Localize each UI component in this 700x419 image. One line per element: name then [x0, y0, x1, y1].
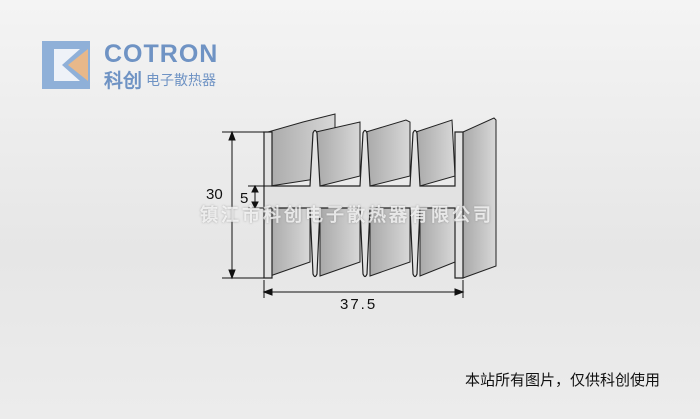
cotron-logo-mark [42, 41, 90, 89]
dimension-lines [222, 130, 465, 298]
brand-name-cn: 科创 [104, 71, 143, 92]
copyright-notice: 本站所有图片，仅供科创使用 [464, 372, 660, 389]
height-dimension-label: 30 [206, 186, 223, 203]
base-dimension-label: 5 [240, 190, 249, 207]
brand-subtitle: 电子散热器 [146, 72, 216, 88]
width-dimension-label: 37.5 [340, 296, 378, 313]
brand-name: COTRON [104, 40, 219, 68]
heatsink-front-profile [263, 129, 464, 279]
company-watermark: 镇江市科创电子散热器有限公司 [200, 205, 494, 225]
